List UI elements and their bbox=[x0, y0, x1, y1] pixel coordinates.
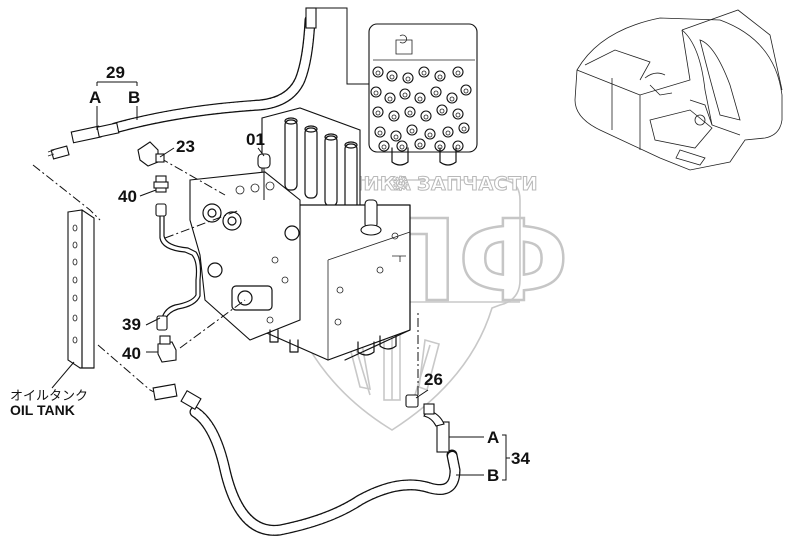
bolt-center bbox=[377, 130, 383, 136]
callout-40-top: 40 bbox=[118, 187, 137, 206]
bolt-head bbox=[402, 72, 414, 84]
bolt-head bbox=[414, 92, 426, 104]
bolt-center bbox=[389, 74, 395, 80]
callout-29-a: A bbox=[89, 88, 101, 107]
bolt-center bbox=[399, 144, 405, 150]
callout-34-group: A B 34 bbox=[449, 428, 530, 485]
bolt-head bbox=[452, 66, 464, 78]
bolt-head bbox=[420, 110, 432, 122]
bolt-center bbox=[381, 144, 387, 150]
bolt-head bbox=[370, 86, 382, 98]
callout-29: 29 bbox=[106, 63, 125, 82]
bolt-center bbox=[455, 70, 461, 76]
bolt-head bbox=[434, 70, 446, 82]
bolt-center bbox=[449, 96, 455, 102]
elbow-fitting-40-bottom bbox=[157, 335, 177, 363]
bolt-head bbox=[442, 126, 454, 138]
bolt-head bbox=[404, 106, 416, 118]
bolt-center bbox=[417, 142, 423, 148]
label-oil-tank-jp: オイルタンク bbox=[10, 389, 88, 404]
callout-01: 01 bbox=[246, 130, 265, 149]
bolt-center bbox=[455, 112, 461, 118]
bolt-center bbox=[461, 126, 467, 132]
bolt-center bbox=[409, 128, 415, 134]
oil-tank-bracket bbox=[51, 209, 95, 389]
callout-39: 39 bbox=[122, 315, 141, 334]
bolt-center bbox=[407, 110, 413, 116]
bolt-head bbox=[396, 140, 408, 152]
bolt-center bbox=[391, 114, 397, 120]
fitting-left bbox=[47, 145, 70, 160]
callout-23: 23 bbox=[176, 137, 195, 156]
bolt-head bbox=[424, 128, 436, 140]
bolt-head bbox=[458, 122, 470, 134]
bolt-center bbox=[402, 92, 408, 98]
watermark-text-right: ЗАПЧАСТИ bbox=[417, 173, 538, 195]
bolt-head bbox=[399, 88, 411, 100]
bolt-center bbox=[405, 76, 411, 82]
bolt-center bbox=[373, 90, 379, 96]
bolt-head bbox=[446, 92, 458, 104]
watermark-gear-icon: ⚙ bbox=[392, 173, 410, 195]
bolt-head bbox=[436, 104, 448, 116]
bolt-center bbox=[455, 144, 461, 150]
excavator-location-icon bbox=[574, 9, 783, 171]
bolt-head bbox=[372, 106, 384, 118]
bolt-head bbox=[452, 108, 464, 120]
bolt-head bbox=[430, 86, 442, 98]
bolt-head bbox=[374, 126, 386, 138]
callout-40-bottom: 40 bbox=[122, 344, 141, 363]
bolt-head bbox=[414, 138, 426, 150]
assembly-line-oil-tank bbox=[32, 164, 101, 221]
elbow-fitting-23 bbox=[137, 141, 165, 167]
callout-29-b: B bbox=[128, 88, 140, 107]
bolt-center bbox=[421, 70, 427, 76]
connector-fitting-40-top bbox=[153, 175, 169, 193]
assembly-line-40-bottom bbox=[179, 299, 246, 349]
callout-34: 34 bbox=[511, 449, 530, 468]
bolt-center bbox=[463, 88, 469, 94]
bolt-center bbox=[387, 96, 393, 102]
bolt-center bbox=[427, 132, 433, 138]
callout-29-group: 29 A B bbox=[89, 63, 140, 130]
bolt-head bbox=[406, 124, 418, 136]
bolt-head bbox=[378, 140, 390, 152]
bolt-center bbox=[375, 70, 381, 76]
bolt-head bbox=[372, 66, 384, 78]
pilot-valve-block bbox=[368, 23, 478, 166]
callout-34-a: A bbox=[487, 428, 499, 447]
hose-34 bbox=[152, 383, 461, 536]
bolt-head bbox=[418, 66, 430, 78]
bolt-head bbox=[452, 140, 464, 152]
hose-29 bbox=[70, 7, 377, 144]
bolt-center bbox=[393, 134, 399, 140]
bolt-center bbox=[375, 110, 381, 116]
bolt-center bbox=[445, 130, 451, 136]
adapter-26 bbox=[405, 394, 419, 408]
bolt-center bbox=[439, 108, 445, 114]
bolt-head bbox=[388, 110, 400, 122]
bolt-head bbox=[390, 130, 402, 142]
bolt-center bbox=[437, 74, 443, 80]
assembly-line-40-top bbox=[164, 209, 241, 239]
bolt-center bbox=[423, 114, 429, 120]
bolt-head bbox=[386, 70, 398, 82]
bolt-center bbox=[433, 90, 439, 96]
bolt-head bbox=[460, 84, 472, 96]
pilot-pipe-39 bbox=[155, 203, 202, 331]
bolt-center bbox=[417, 96, 423, 102]
bolt-head bbox=[384, 92, 396, 104]
callout-34-b: B bbox=[487, 466, 499, 485]
callout-26: 26 bbox=[424, 370, 443, 389]
assembly-line-23 bbox=[159, 157, 226, 196]
main-control-valve bbox=[189, 107, 411, 361]
label-oil-tank-en: OIL TANK bbox=[10, 402, 75, 418]
